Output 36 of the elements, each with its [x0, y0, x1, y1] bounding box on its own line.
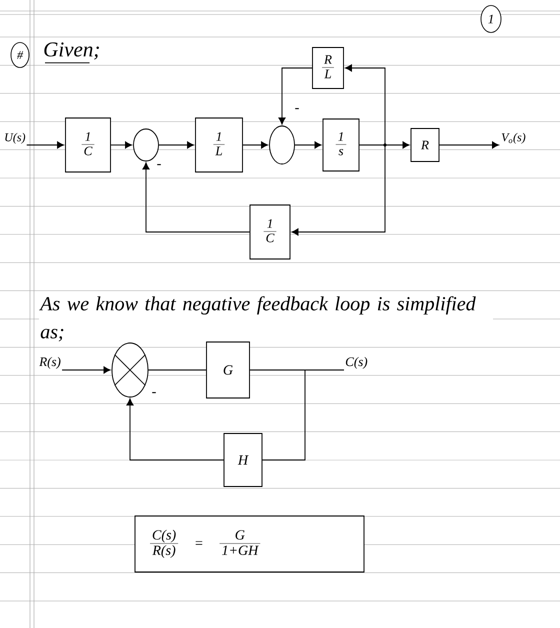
signal-label: R(s) — [39, 357, 60, 369]
arrow — [142, 162, 250, 232]
signal-label: C(s) — [346, 357, 368, 369]
arrow — [26, 141, 64, 149]
page-number: 1 — [480, 5, 502, 33]
arrow — [242, 141, 268, 149]
arrow — [278, 68, 312, 125]
arrow — [158, 141, 194, 149]
arrow — [126, 398, 224, 460]
summing-junction — [269, 126, 295, 164]
summing-junction — [133, 128, 159, 162]
connector-line — [250, 370, 306, 460]
arrow — [294, 141, 322, 149]
summing-junction — [112, 342, 148, 398]
arrow — [62, 366, 111, 374]
arrow — [291, 144, 386, 236]
arrow — [110, 141, 132, 149]
minus-sign: - — [152, 392, 156, 394]
block-box: 1 L — [195, 118, 243, 172]
note-text: As we know that negative feedback loop is simplified as; — [39, 296, 476, 342]
formula-box: C(s) R(s) = G 1+GH — [134, 516, 364, 572]
block-box: H — [224, 433, 262, 487]
block-box: 1 s — [322, 118, 360, 172]
block-box: R L — [312, 47, 344, 89]
signal-label: U(s) — [5, 132, 26, 144]
minus-sign: - — [157, 164, 161, 166]
arrow — [439, 141, 500, 149]
block-box: 1 C — [65, 118, 111, 172]
block-box: 1 C — [250, 204, 290, 260]
arrow — [344, 64, 386, 146]
block-box: G — [206, 342, 250, 398]
signal-label: V$_{o}$(s) — [502, 132, 526, 144]
minus-sign: - — [295, 108, 299, 110]
block-box: R — [410, 128, 440, 162]
circled-mark: # — [10, 42, 30, 68]
heading: Given; — [44, 42, 99, 60]
